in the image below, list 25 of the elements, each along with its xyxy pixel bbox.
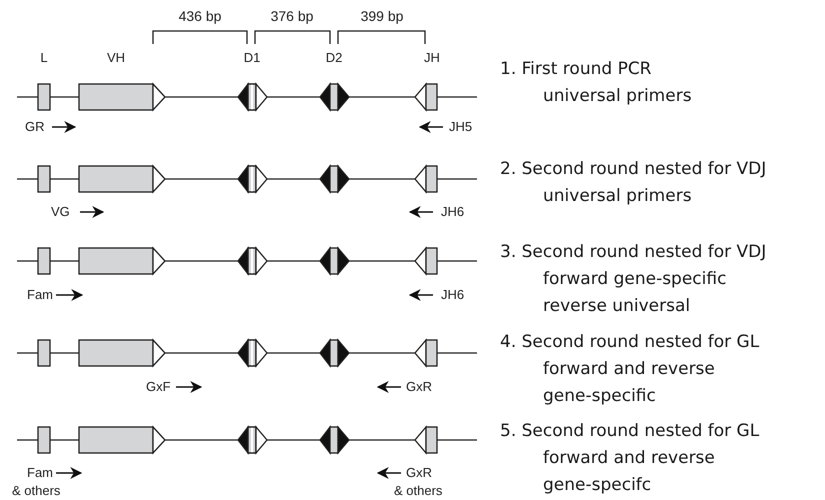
primer-label: JH6 <box>441 288 464 301</box>
size-label: 399 bp <box>360 9 404 23</box>
step-description: 3. Second round nested for VDJ forward gene-specific reverse universal <box>500 241 768 318</box>
step-description: 4. Second round nested for GL forward and reverse gene-specific <box>500 331 760 408</box>
primer-label: GxR <box>406 466 432 479</box>
size-label: 436 bp <box>178 9 222 23</box>
segment-label: JH <box>424 51 440 64</box>
primer-label: Fam <box>27 466 53 479</box>
segment-label: L <box>40 51 48 64</box>
primer-label: VG <box>51 205 70 218</box>
segment-label: D1 <box>244 51 260 64</box>
primer-label: JH5 <box>449 120 472 133</box>
size-label: 376 bp <box>270 9 314 23</box>
segment-label: D2 <box>326 51 342 64</box>
segment-label: VH <box>106 51 126 64</box>
step-description: 1. First round PCR universal primers <box>500 58 693 108</box>
primer-label: Fam <box>27 288 53 301</box>
primer-label: GxR <box>406 380 432 393</box>
primer-label: & others <box>12 484 60 497</box>
primer-label: GR <box>25 120 44 133</box>
step-description: 5. Second round nested for GL forward and reverse gene-specifc <box>500 420 760 497</box>
primer-label: GxF <box>146 380 171 393</box>
primer-label: JH6 <box>441 205 464 218</box>
step-description: 2. Second round nested for VDJ universal primers <box>500 158 768 208</box>
primer-label: & others <box>394 484 442 497</box>
